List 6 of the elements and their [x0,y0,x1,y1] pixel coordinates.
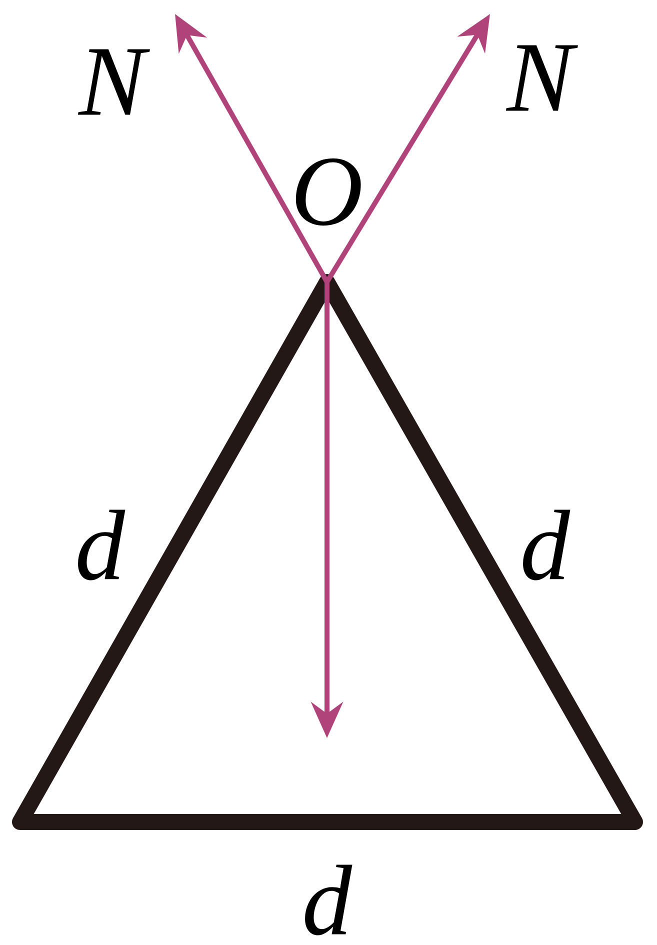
side-label: d [78,510,126,580]
force-label: N [78,49,150,115]
force-label: N [506,45,578,111]
side-label: d [305,864,352,936]
point-label: O [296,158,361,226]
side-label: d [523,510,570,580]
